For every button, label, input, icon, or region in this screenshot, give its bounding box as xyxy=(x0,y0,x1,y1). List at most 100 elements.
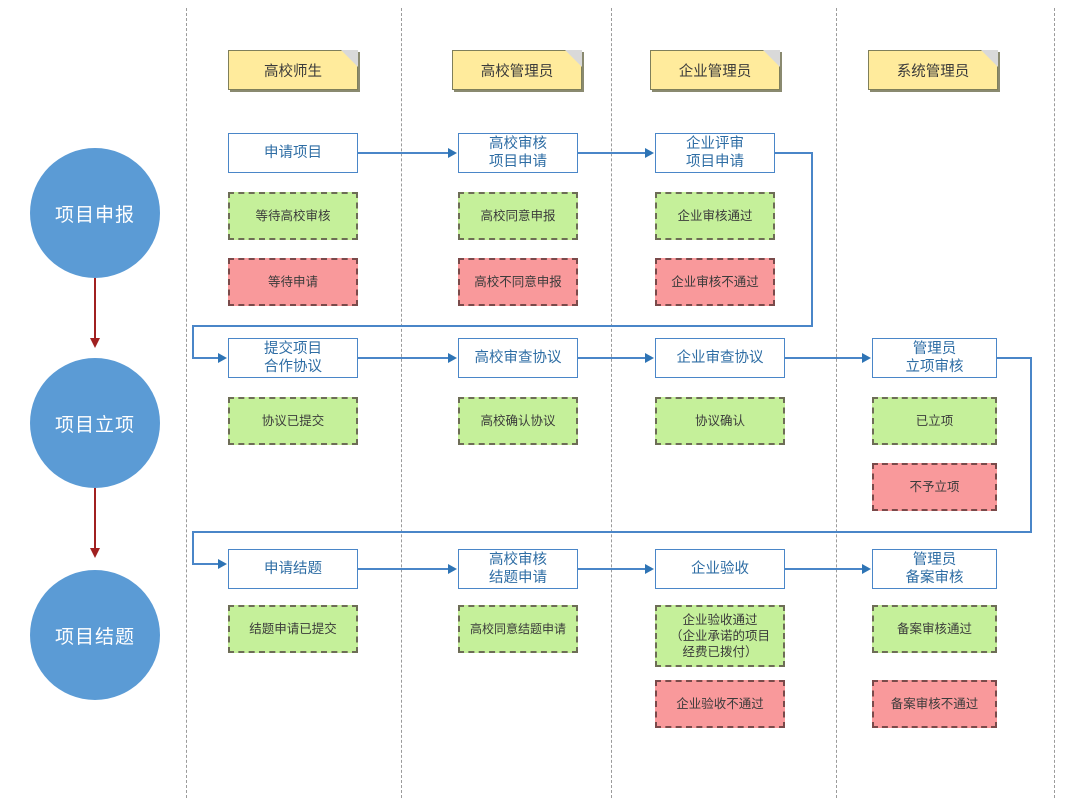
status-project-approved: 已立项 xyxy=(872,397,997,445)
status-label: 等待申请 xyxy=(267,275,318,289)
connector-r2c3-r2c4 xyxy=(785,357,862,359)
process-admin-project-approval[interactable]: 管理员 立项审核 xyxy=(872,338,997,378)
status-project-not-approved: 不予立项 xyxy=(872,463,997,511)
connector-r3c3-r3c4 xyxy=(785,568,862,570)
connector-arrow-r3c3 xyxy=(645,564,654,574)
note-fold-icon xyxy=(565,50,582,67)
phase-label: 项目立项 xyxy=(54,414,135,436)
connector-arrow-r2c1 xyxy=(218,353,227,363)
lane-divider-2 xyxy=(611,8,612,798)
status-university-agrees-completion: 高校同意结题申请 xyxy=(458,605,578,653)
lane-header-enterprise-admin: 企业管理员 xyxy=(650,50,780,90)
lane-header-label: 高校管理员 xyxy=(480,63,554,80)
status-university-rejects-application: 高校不同意申报 xyxy=(458,258,578,306)
status-label: 高校同意结题申请 xyxy=(469,622,566,636)
status-completion-application-submitted: 结题申请已提交 xyxy=(228,605,358,653)
status-agreement-submitted: 协议已提交 xyxy=(228,397,358,445)
process-university-review-completion[interactable]: 高校审核 结题申请 xyxy=(458,549,578,589)
phase-arrow-head-2 xyxy=(89,548,100,558)
status-label: 协议确认 xyxy=(694,414,745,428)
status-label: 已立项 xyxy=(915,414,954,428)
status-label: 备案审核通过 xyxy=(896,622,972,636)
lane-header-university-admin: 高校管理员 xyxy=(452,50,582,90)
status-label: 高校同意申报 xyxy=(480,209,556,223)
process-label: 管理员 备案审核 xyxy=(906,551,964,587)
process-line-2: 结题申请 xyxy=(489,570,547,586)
process-enterprise-review-agreement[interactable]: 企业审查协议 xyxy=(655,338,785,378)
process-label: 高校审查协议 xyxy=(474,350,562,366)
connector-r1c2-r1c3 xyxy=(578,152,645,154)
phase-circle-completion: 项目结题 xyxy=(30,570,160,700)
connector-loop1-left xyxy=(192,325,194,359)
process-label: 申请项目 xyxy=(264,145,322,161)
lane-header-label: 系统管理员 xyxy=(896,63,970,80)
status-record-review-passed: 备案审核通过 xyxy=(872,605,997,653)
process-enterprise-evaluate-application[interactable]: 企业评审 项目申请 xyxy=(655,133,775,173)
process-university-review-agreement[interactable]: 高校审查协议 xyxy=(458,338,578,378)
phase-circle-application: 项目申报 xyxy=(30,148,160,278)
process-line-1: 管理员 xyxy=(912,341,957,357)
status-waiting-application: 等待申请 xyxy=(228,258,358,306)
status-record-review-failed: 备案审核不通过 xyxy=(872,680,997,728)
connector-r3c2-r3c3 xyxy=(578,568,645,570)
process-label: 企业验收 xyxy=(691,561,749,577)
process-line-2: 备案审核 xyxy=(905,570,964,586)
connector-loop2-entry xyxy=(192,563,218,565)
connector-loop2-bottom xyxy=(192,531,1032,533)
process-apply-completion[interactable]: 申请结题 xyxy=(228,549,358,589)
connector-arrow-r3c1 xyxy=(218,559,227,569)
status-waiting-university-review: 等待高校审核 xyxy=(228,192,358,240)
connector-arrow-r3c2 xyxy=(448,564,457,574)
note-fold-icon xyxy=(341,50,358,67)
lane-divider-3 xyxy=(836,8,837,798)
status-label: 协议已提交 xyxy=(261,414,325,428)
process-line-2: 合作协议 xyxy=(264,359,322,375)
connector-arrow-r2c2 xyxy=(448,353,457,363)
phase-circle-approval: 项目立项 xyxy=(30,358,160,488)
connector-r1c1-r1c2 xyxy=(358,152,448,154)
phase-arrow-head-1 xyxy=(89,338,100,348)
process-line-2: 立项审核 xyxy=(905,359,964,375)
process-label: 企业审查协议 xyxy=(676,350,764,366)
lane-divider-0 xyxy=(186,8,187,798)
status-label: 高校不同意申报 xyxy=(474,275,562,289)
connector-loop1-right xyxy=(811,152,813,327)
connector-r2c1-r2c2 xyxy=(358,357,448,359)
phase-label: 项目申报 xyxy=(54,204,135,226)
status-enterprise-review-passed: 企业审核通过 xyxy=(655,192,775,240)
status-enterprise-review-failed: 企业审核不通过 xyxy=(655,258,775,306)
connector-arrow-r3c4 xyxy=(862,564,871,574)
connector-arrow-r1c3 xyxy=(645,148,654,158)
connector-r3c1-r3c2 xyxy=(358,568,448,570)
connector-loop2-right xyxy=(1030,357,1032,533)
process-line-1: 管理员 xyxy=(912,552,957,568)
status-label: 等待高校审核 xyxy=(255,209,331,223)
lane-divider-4 xyxy=(1054,8,1055,798)
status-university-agrees-application: 高校同意申报 xyxy=(458,192,578,240)
process-label: 高校审核 项目申请 xyxy=(489,135,547,171)
status-agreement-confirmed: 协议确认 xyxy=(655,397,785,445)
lane-header-label: 高校师生 xyxy=(264,63,322,80)
note-fold-icon xyxy=(763,50,780,67)
process-line-1: 提交项目 xyxy=(264,341,322,357)
connector-loop2-left xyxy=(192,531,194,565)
process-enterprise-acceptance[interactable]: 企业验收 xyxy=(655,549,785,589)
process-apply-project[interactable]: 申请项目 xyxy=(228,133,358,173)
connector-loop2-top xyxy=(997,357,1032,359)
process-label: 企业评审 项目申请 xyxy=(686,135,744,171)
status-label: 企业验收通过 （企业承诺的项目 经费已拨付） xyxy=(670,612,770,660)
lane-header-label: 企业管理员 xyxy=(678,63,752,80)
lane-header-system-admin: 系统管理员 xyxy=(868,50,998,90)
status-line-1: 企业验收通过 xyxy=(682,613,758,627)
process-submit-cooperation-agreement[interactable]: 提交项目 合作协议 xyxy=(228,338,358,378)
process-line-1: 企业评审 xyxy=(686,136,744,152)
status-enterprise-acceptance-failed: 企业验收不通过 xyxy=(655,680,785,728)
status-label: 结题申请已提交 xyxy=(249,622,337,636)
process-admin-record-review[interactable]: 管理员 备案审核 xyxy=(872,549,997,589)
process-label: 管理员 立项审核 xyxy=(906,340,964,376)
process-line-2: 项目申请 xyxy=(489,154,547,170)
process-university-review-application[interactable]: 高校审核 项目申请 xyxy=(458,133,578,173)
process-label: 高校审核 结题申请 xyxy=(489,551,547,587)
note-fold-icon xyxy=(981,50,998,67)
connector-arrow-r2c3 xyxy=(645,353,654,363)
